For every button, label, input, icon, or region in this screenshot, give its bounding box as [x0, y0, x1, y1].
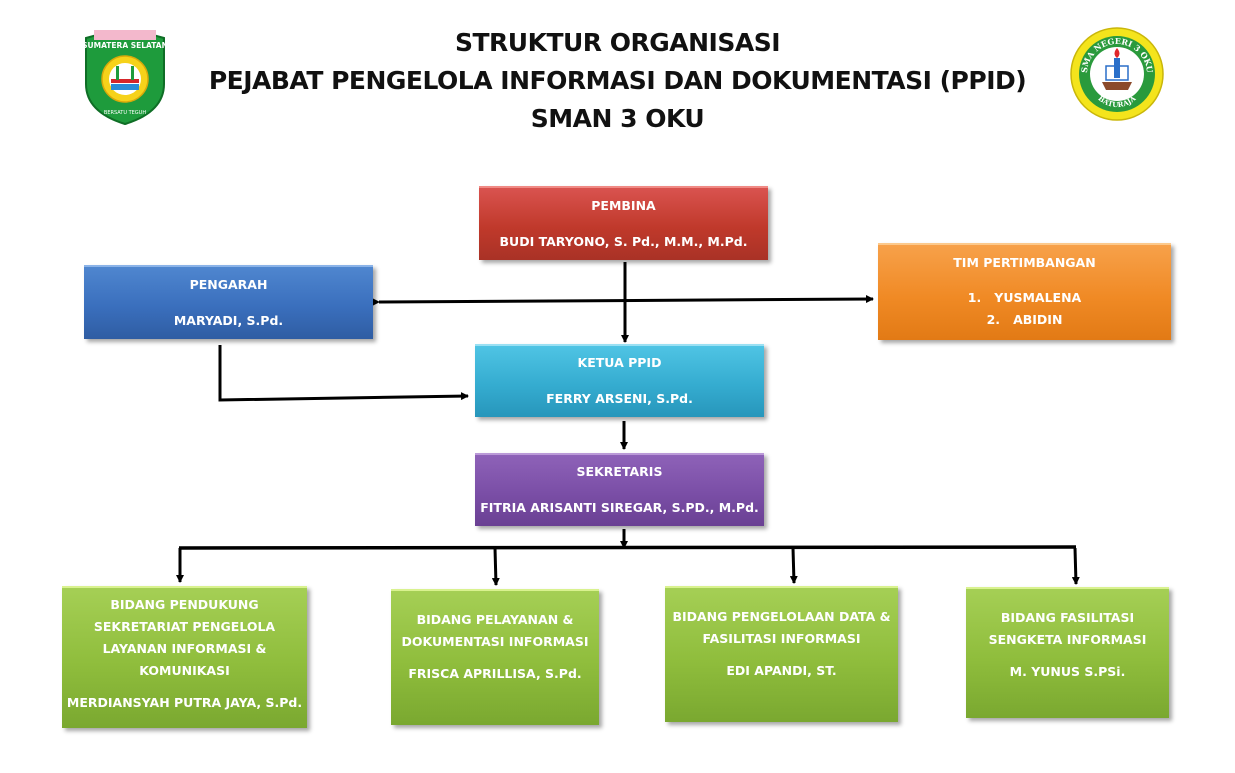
connector-bidang-bus	[178, 545, 1077, 550]
tim-pertimbangan-member: 1. YUSMALENA	[967, 290, 1082, 305]
bidang-box-pendukung: BIDANG PENDUKUNG SEKRETARIAT PENGELOLA L…	[62, 586, 307, 728]
sekretaris-box: SEKRETARIS FITRIA ARISANTI SIREGAR, S.PD…	[475, 453, 764, 526]
pengarah-role: PENGARAH	[189, 277, 268, 292]
bidang-role-line: BIDANG PENDUKUNG	[110, 597, 259, 612]
sekretaris-name: FITRIA ARISANTI SIREGAR, S.PD., M.Pd.	[480, 500, 759, 515]
bidang-name: FRISCA APRILLISA, S.Pd.	[408, 666, 582, 681]
connector-to-bidang-4	[1071, 547, 1080, 585]
bidang-box-pengelolaan-data: BIDANG PENGELOLAAN DATA & FASILITASI INF…	[665, 586, 898, 722]
sekretaris-role: SEKRETARIS	[576, 464, 663, 479]
bidang-role-line: FASILITASI INFORMASI	[702, 631, 861, 646]
connector-to-bidang-3	[789, 547, 798, 584]
bidang-role-line: BIDANG PELAYANAN &	[416, 612, 574, 627]
connector-pengarah-ketua	[218, 345, 469, 402]
connector-pengarah-tim	[371, 295, 874, 307]
bidang-name: MERDIANSYAH PUTRA JAYA, S.Pd.	[66, 695, 303, 710]
pengarah-box: PENGARAH MARYADI, S.Pd.	[84, 265, 373, 339]
bidang-role-line: BIDANG PENGELOLAAN DATA &	[672, 609, 891, 624]
pembina-box: PEMBINA BUDI TARYONO, S. Pd., M.M., M.Pd…	[479, 186, 768, 260]
pembina-role: PEMBINA	[591, 198, 656, 213]
bidang-name: M. YUNUS S.PSi.	[1009, 664, 1126, 679]
connector-to-bidang-2	[491, 547, 500, 586]
bidang-box-sengketa: BIDANG FASILITASI SENGKETA INFORMASI M. …	[966, 587, 1169, 718]
logo-left-text-top: SUMATERA SELATAN	[82, 41, 168, 50]
tim-pertimbangan-member: 2. ABIDIN	[986, 312, 1063, 327]
page-title-line1: STRUKTUR ORGANISASI	[454, 28, 781, 57]
pengarah-name: MARYADI, S.Pd.	[173, 313, 284, 328]
bidang-role-line: DOKUMENTASI INFORMASI	[401, 634, 589, 649]
ketua-name: FERRY ARSENI, S.Pd.	[546, 391, 693, 406]
logo-right-text-bottom-path: BATURAJA	[1097, 93, 1138, 109]
bidang-box-pelayanan: BIDANG PELAYANAN & DOKUMENTASI INFORMASI…	[391, 589, 599, 725]
bidang-name: EDI APANDI, ST.	[726, 663, 837, 678]
sman3-oku-school-emblem-icon: SMA NEGERI 3 OKU BATURAJA	[1068, 24, 1166, 124]
ketua-role: KETUA PPID	[577, 355, 662, 370]
page-title-line3: SMAN 3 OKU	[530, 104, 705, 133]
sumsel-province-emblem-icon: SUMATERA SELATAN BERSATU TEGUH	[80, 24, 170, 126]
bidang-role-line: SEKRETARIAT PENGELOLA	[93, 619, 276, 634]
bidang-role-line: SENGKETA INFORMASI	[988, 632, 1147, 647]
tim-pertimbangan-box: TIM PERTIMBANGAN 1. YUSMALENA 2. ABIDIN	[878, 243, 1171, 340]
tim-pertimbangan-role: TIM PERTIMBANGAN	[953, 255, 1096, 270]
logo-right-text-bottom: BATURAJA	[1097, 93, 1138, 109]
logo-left-text-bottom: BERSATU TEGUH	[104, 110, 146, 116]
bidang-role-line: LAYANAN INFORMASI &	[102, 641, 267, 656]
ketua-ppid-box: KETUA PPID FERRY ARSENI, S.Pd.	[475, 344, 764, 417]
page-title-line2: PEJABAT PENGELOLA INFORMASI DAN DOKUMENT…	[208, 66, 1027, 95]
pembina-name: BUDI TARYONO, S. Pd., M.M., M.Pd.	[499, 234, 748, 249]
bidang-role-line: KOMUNIKASI	[139, 663, 230, 678]
bidang-role-line: BIDANG FASILITASI	[1000, 610, 1135, 625]
